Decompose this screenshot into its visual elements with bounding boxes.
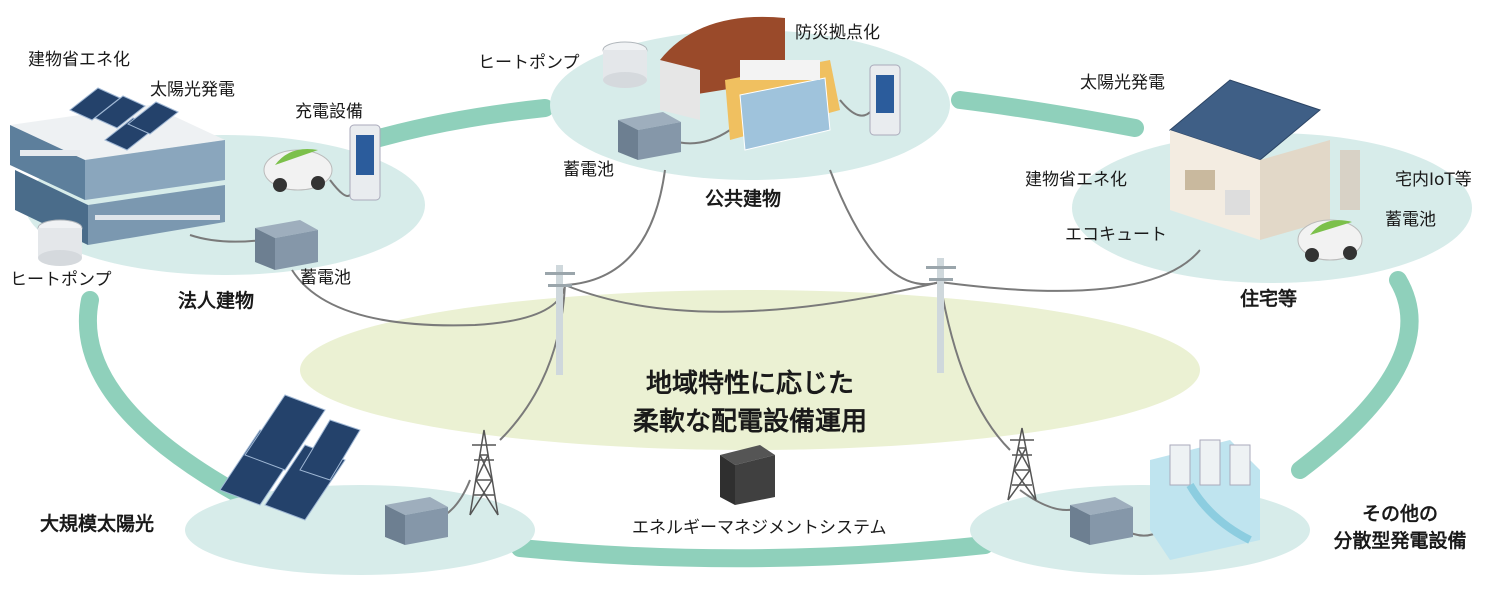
public-building-icon — [660, 16, 840, 151]
corporate-charging-label: 充電設備 — [295, 102, 363, 122]
corporate-heat-pump-label: ヒートポンプ — [10, 270, 112, 290]
public-title: 公共建物 — [705, 188, 782, 210]
battery-icon-public — [618, 112, 681, 160]
corporate-battery-label: 蓄電池 — [300, 268, 351, 288]
residential-battery-label: 蓄電池 — [1385, 210, 1436, 230]
distributed-title-line2: 分散型発電設備 — [1333, 530, 1467, 552]
battery-icon-corporate — [255, 220, 318, 270]
center-title: 地域特性に応じた 柔軟な配電設備運用 — [560, 365, 940, 441]
charging-station-icon-corporate — [349, 124, 381, 201]
center-title-line1: 地域特性に応じた — [645, 369, 854, 399]
ev-car-icon-residential — [1297, 219, 1363, 262]
public-heat-pump-label: ヒートポンプ — [478, 53, 580, 73]
residential-iot-label: 宅内IoT等 — [1395, 170, 1472, 190]
heat-pump-icon-public — [602, 41, 648, 88]
public-battery-label: 蓄電池 — [563, 160, 614, 180]
ems-label: エネルギーマネジメントシステム — [632, 518, 887, 538]
large-solar-panels-icon — [219, 394, 361, 521]
transmission-tower-right — [1007, 427, 1037, 501]
ev-car-icon-corporate — [263, 149, 333, 192]
server-rack-icon — [720, 445, 775, 505]
residential-energy-saving-label: 建物省エネ化 — [1025, 170, 1127, 190]
transmission-tower-left — [469, 429, 499, 516]
rooftop-solar-panels-icon — [69, 87, 179, 151]
large-solar-title: 大規模太陽光 — [40, 513, 155, 535]
battery-icon-solar — [385, 497, 448, 545]
residential-title: 住宅等 — [1240, 288, 1298, 310]
heat-pump-icon-corporate — [37, 219, 83, 266]
public-disaster-label: 防災拠点化 — [795, 23, 880, 43]
residential-solar-label: 太陽光発電 — [1080, 73, 1165, 93]
battery-icon-distributed — [1070, 497, 1133, 545]
corporate-solar-label: 太陽光発電 — [150, 80, 235, 100]
distributed-title: その他の 分散型発電設備 — [1310, 505, 1490, 551]
house-icon — [1168, 79, 1360, 240]
residential-eco-cute-label: エコキュート — [1065, 225, 1167, 245]
corporate-title: 法人建物 — [178, 290, 255, 312]
distributed-title-line1: その他の — [1361, 503, 1438, 525]
charging-station-icon-public — [869, 64, 901, 136]
utility-pole-left — [545, 265, 575, 375]
center-title-line2: 柔軟な配電設備運用 — [632, 407, 867, 437]
large-solar-island — [185, 485, 535, 575]
corporate-energy-saving-label: 建物省エネ化 — [28, 50, 130, 70]
utility-pole-right — [926, 258, 956, 373]
dam-icon — [1150, 439, 1260, 560]
ring-connectors — [78, 91, 1419, 568]
